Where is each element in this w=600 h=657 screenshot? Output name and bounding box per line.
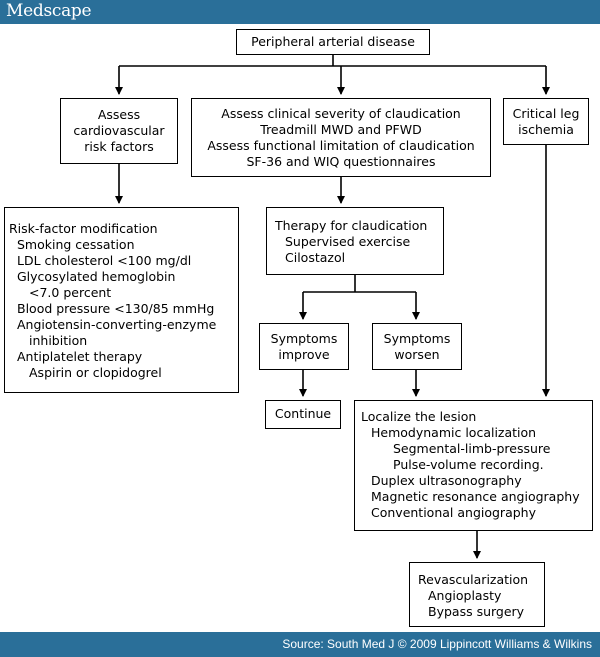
medscape-logo: Medscape xyxy=(6,1,92,21)
localize-line-5: Duplex ultrasonography xyxy=(371,473,522,488)
mod-line-1: Risk-factor modification xyxy=(9,221,158,236)
therapy-line-2: Supervised exercise xyxy=(285,234,411,249)
mod-line-6: Blood pressure <130/85 mmHg xyxy=(17,301,215,316)
risk-line-3: risk factors xyxy=(84,139,154,154)
localize-line-7: Conventional angiography xyxy=(371,505,536,520)
box-revascularization: Revascularization Angioplasty Bypass sur… xyxy=(409,562,545,627)
mod-line-8: inhibition xyxy=(29,333,88,348)
localize-line-4: Pulse-volume recording. xyxy=(393,457,544,472)
risk-line-2: cardiovascular xyxy=(73,123,165,138)
header-bar: Medscape xyxy=(0,0,600,24)
box-assess-severity: Assess clinical severity of claudication… xyxy=(191,98,491,177)
risk-line-1: Assess xyxy=(97,107,141,122)
mod-line-7: Angiotensin-converting-enzyme xyxy=(17,317,217,332)
critical-line-2: ischemia xyxy=(518,122,574,137)
box-localize-the-lesion: Localize the lesion Hemodynamic localiza… xyxy=(354,400,593,531)
localize-line-1: Localize the lesion xyxy=(361,409,477,424)
source-citation: Source: South Med J © 2009 Lippincott Wi… xyxy=(282,637,592,651)
mod-line-10: Aspirin or clopidogrel xyxy=(29,365,162,380)
box-assess-risk-factors: Assess cardiovascular risk factors xyxy=(60,98,178,164)
box-risk-factor-modification: Risk-factor modification Smoking cessati… xyxy=(4,207,239,393)
improve-line-1: Symptoms xyxy=(270,331,338,346)
box-continue: Continue xyxy=(265,400,341,429)
therapy-line-1: Therapy for claudication xyxy=(275,218,428,233)
mod-line-5: <7.0 percent xyxy=(29,285,112,300)
box-symptoms-improve: Symptoms improve xyxy=(259,323,349,370)
localize-line-2: Hemodynamic localization xyxy=(371,425,537,440)
severity-line-2: Treadmill MWD and PFWD xyxy=(260,122,422,137)
mod-line-2: Smoking cessation xyxy=(17,237,135,252)
box-therapy-for-claudication: Therapy for claudication Supervised exer… xyxy=(266,207,444,275)
severity-line-3: Assess functional limitation of claudica… xyxy=(207,138,475,153)
mod-line-3: LDL cholesterol <100 mg/dl xyxy=(17,253,192,268)
mod-line-4: Glycosylated hemoglobin xyxy=(17,269,176,284)
mod-line-9: Antiplatelet therapy xyxy=(17,349,143,364)
root-label: Peripheral arterial disease xyxy=(251,34,415,49)
localize-line-3: Segmental-limb-pressure xyxy=(393,441,551,456)
revasc-line-1: Revascularization xyxy=(418,572,529,587)
revasc-line-3: Bypass surgery xyxy=(428,604,525,619)
critical-line-1: Critical leg xyxy=(512,106,580,121)
footer-bar: Source: South Med J © 2009 Lippincott Wi… xyxy=(0,632,600,657)
revasc-line-2: Angioplasty xyxy=(428,588,502,603)
worsen-line-1: Symptoms xyxy=(383,331,451,346)
box-peripheral-arterial-disease: Peripheral arterial disease xyxy=(236,29,430,55)
severity-line-1: Assess clinical severity of claudication xyxy=(221,106,461,121)
therapy-line-3: Cilostazol xyxy=(285,250,346,265)
localize-line-6: Magnetic resonance angiography xyxy=(371,489,580,504)
box-symptoms-worsen: Symptoms worsen xyxy=(372,323,462,370)
severity-line-4: SF-36 and WIQ questionnaires xyxy=(246,154,436,169)
box-critical-leg-ischemia: Critical leg ischemia xyxy=(503,98,589,145)
worsen-line-2: worsen xyxy=(394,347,440,362)
continue-label: Continue xyxy=(274,406,332,421)
improve-line-2: improve xyxy=(278,347,330,362)
